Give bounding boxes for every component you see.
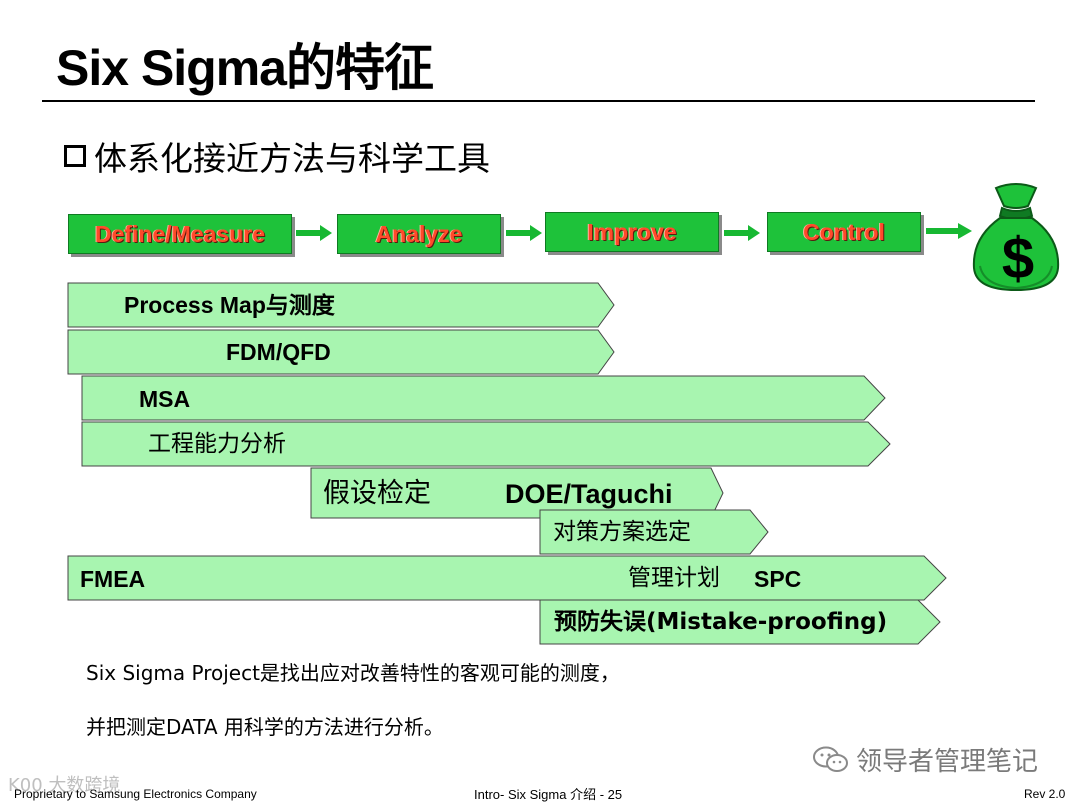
title-divider [42, 100, 1035, 102]
checkbox-bullet-icon [64, 145, 86, 167]
label-spc: SPC [754, 566, 802, 592]
label-fdm-qfd: FDM/QFD [226, 339, 331, 365]
label-process-map: Process Map与测度 [124, 292, 335, 318]
wechat-watermark: 领导者管理笔记 [812, 741, 1038, 778]
label-process-capability: 工程能力分析 [148, 431, 286, 457]
arrow-right-icon [506, 225, 542, 241]
money-bag-icon: $ [972, 183, 1060, 292]
dollar-sign: $ [1002, 226, 1034, 291]
page-title: Six Sigma的特征 [56, 40, 434, 96]
label-hypothesis-test: 假设检定 [323, 478, 431, 509]
bar-hypothesis-doe: 假设检定 DOE/Taguchi [310, 467, 724, 519]
label-msa: MSA [139, 386, 191, 412]
bar-mistake-proofing: 预防失误(Mistake-proofing) [539, 599, 941, 645]
bar-process-map: Process Map与测度 [67, 282, 615, 328]
phase-improve: Improve [545, 212, 719, 252]
phase-control: Control [767, 212, 921, 252]
footer-proprietary: Proprietary to Samsung Electronics Compa… [14, 787, 257, 801]
label-management-plan: 管理计划 [628, 565, 720, 591]
footer-page-number: Intro- Six Sigma 介绍 - 25 [474, 787, 623, 802]
heading-row: 体系化接近方法与科学工具 [64, 132, 490, 180]
section-heading: 体系化接近方法与科学工具 [94, 139, 490, 178]
label-doe-taguchi: DOE/Taguchi [505, 479, 673, 509]
label-mistake-proofing: 预防失误(Mistake-proofing) [554, 609, 888, 635]
label-fmea: FMEA [80, 566, 146, 592]
bar-fmea-spc: FMEA 管理计划 SPC [67, 555, 947, 601]
arrow-right-icon [296, 225, 332, 241]
phase-define-measure: Define/Measure [68, 214, 292, 254]
arrow-right-icon [926, 223, 972, 239]
corner-watermark: K00 大数跨境 [8, 775, 121, 796]
phase-analyze: Analyze [337, 214, 501, 254]
footer-revision: Rev 2.0 [1024, 787, 1066, 801]
note-line-2: 并把测定DATA 用科学的方法进行分析。 [86, 715, 444, 739]
note-line-1: Six Sigma Project是找出应对改善特性的客观可能的测度， [86, 661, 620, 685]
wechat-icon [813, 746, 848, 772]
bar-process-capability: 工程能力分析 [81, 421, 891, 467]
bar-msa: MSA [81, 375, 886, 421]
label-countermeasure: 对策方案选定 [553, 519, 691, 545]
bar-fdm-qfd: FDM/QFD [67, 329, 615, 375]
arrow-right-icon [724, 225, 760, 241]
bar-countermeasure: 对策方案选定 [539, 509, 769, 555]
wechat-account-name: 领导者管理笔记 [856, 747, 1039, 777]
